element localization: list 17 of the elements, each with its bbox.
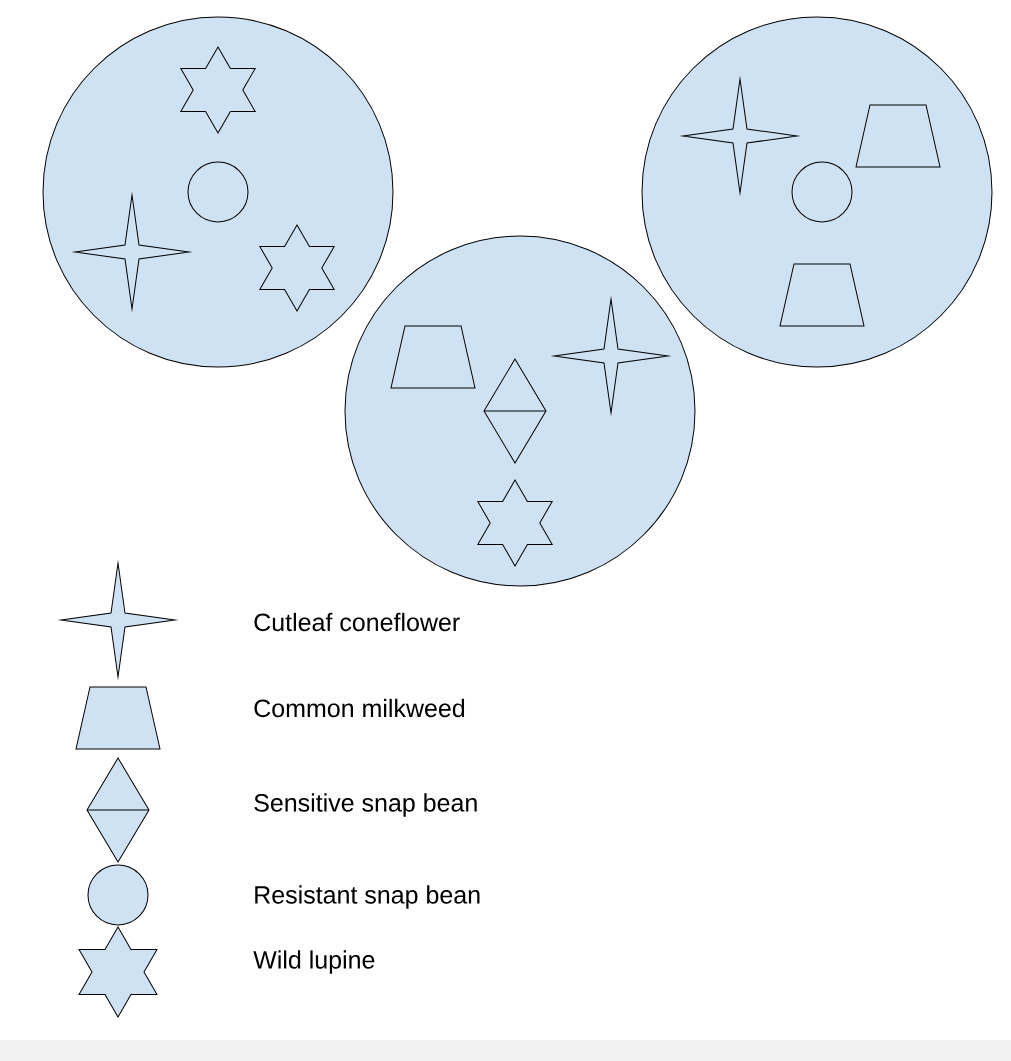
trapezoid — [779, 263, 865, 327]
six-point-star — [180, 46, 256, 134]
legend-label: Resistant snap bean — [255, 885, 480, 909]
legend-label: Sensitive snap bean — [254, 793, 477, 817]
legend-label: Wild lupine — [253, 950, 375, 974]
legend-label: Cutleaf coneflower — [254, 612, 460, 632]
trapezoid — [855, 104, 941, 168]
circle-symbol — [791, 161, 853, 223]
trapezoid — [390, 325, 476, 389]
four-point-star — [74, 194, 190, 310]
six-point-star — [259, 224, 335, 312]
six-point-star — [477, 479, 553, 567]
legend-label: Common milkweed — [254, 698, 465, 718]
four-point-star — [553, 298, 669, 414]
four-point-star — [682, 78, 798, 194]
circle-symbol — [187, 161, 249, 223]
split-diamond — [483, 358, 547, 464]
